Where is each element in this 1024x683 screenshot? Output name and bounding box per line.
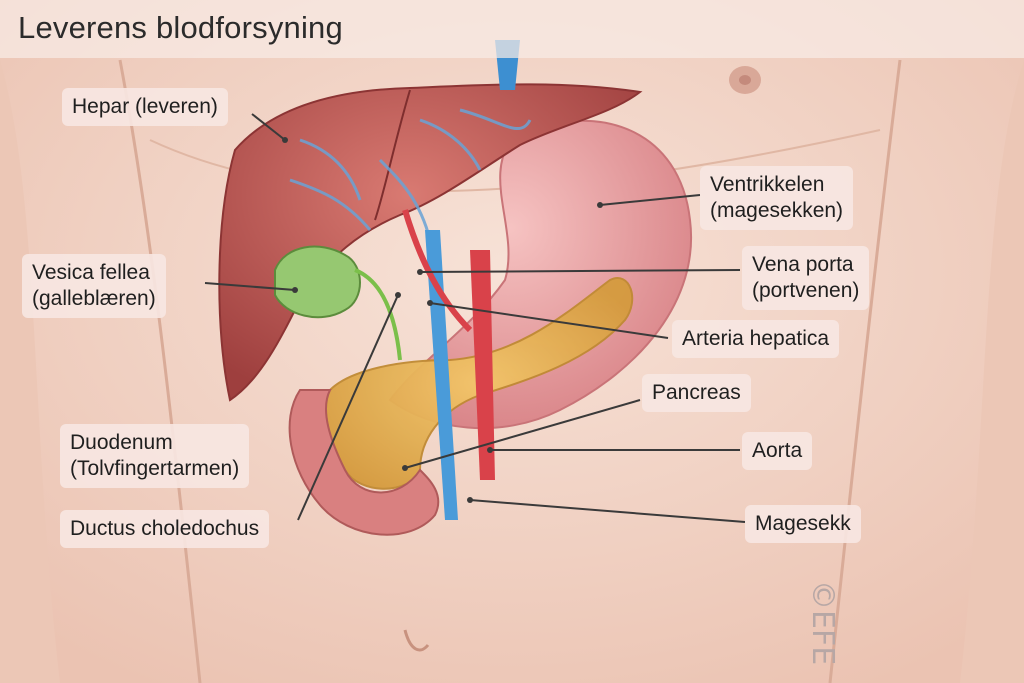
label-aorta: Aorta <box>742 432 813 470</box>
label-hepar-text: Hepar (leveren) <box>72 95 218 118</box>
label-ventrikkelen-line1: Ventrikkelen <box>710 173 825 196</box>
label-vesica-line2: (galleblæren) <box>32 287 156 310</box>
hepatic-artery <box>402 209 473 333</box>
page-title: Leverens blodforsyning <box>18 10 343 45</box>
torso-outline <box>118 59 902 683</box>
leader-lines <box>204 113 746 523</box>
label-vesica-fellea: Vesica fellea (galleblæren) <box>22 254 166 318</box>
label-vena-line1: Vena porta <box>752 253 854 276</box>
right-arm <box>960 60 1024 683</box>
label-arteria-hepatica: Arteria hepatica <box>672 320 840 358</box>
label-duodenum-line2: (Tolvfingertarmen) <box>70 457 240 480</box>
label-vena-porta: Vena porta (portvenen) <box>742 246 870 310</box>
title-band <box>0 0 1024 58</box>
label-ventrikkelen: Ventrikkelen (magesekken) <box>700 166 854 230</box>
label-arteria-text: Arteria hepatica <box>682 327 830 350</box>
left-arm <box>0 60 60 683</box>
label-duodenum: Duodenum (Tolvfingertarmen) <box>60 424 250 488</box>
hepatic-veins <box>289 108 532 241</box>
label-ventrikkelen-line2: (magesekken) <box>710 199 844 222</box>
copyright-watermark: ©EFE <box>805 580 840 666</box>
navel <box>403 629 430 652</box>
label-pancreas-text: Pancreas <box>652 381 741 404</box>
label-pancreas: Pancreas <box>642 374 751 412</box>
label-ductus-choledochus: Ductus choledochus <box>60 510 270 548</box>
bile-duct <box>354 268 402 361</box>
label-hepar: Hepar (leveren) <box>62 88 228 126</box>
aorta-vessel <box>470 250 495 480</box>
label-aorta-text: Aorta <box>752 439 803 462</box>
label-magesekk-text: Magesekk <box>755 512 851 535</box>
liver-lobe-line <box>374 89 411 221</box>
label-magesekk: Magesekk <box>745 505 861 543</box>
leader-dots <box>282 137 603 503</box>
duodenum-shape <box>288 389 440 536</box>
label-duodenum-line1: Duodenum <box>70 431 173 454</box>
label-vesica-line1: Vesica fellea <box>32 261 150 284</box>
nipple-center <box>739 75 751 85</box>
stomach-shape <box>388 119 693 430</box>
liver-shape <box>218 83 643 402</box>
label-ductus-text: Ductus choledochus <box>70 517 260 540</box>
gallbladder-shape <box>274 245 361 319</box>
label-vena-line2: (portvenen) <box>752 279 860 302</box>
